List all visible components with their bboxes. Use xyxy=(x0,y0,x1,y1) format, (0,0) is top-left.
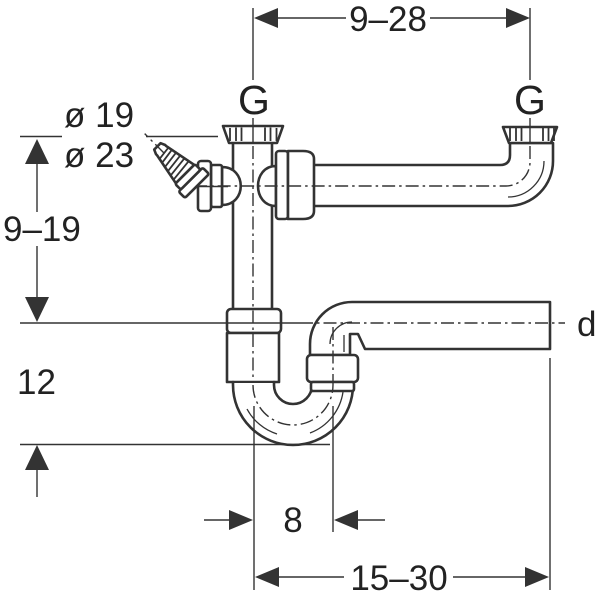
dim-inlet-height: 9–19 xyxy=(3,139,81,322)
dimension-annotations: 9–28 G G ø 19 ø 23 9–19 d 12 xyxy=(3,0,596,598)
outlet-elbow xyxy=(308,300,552,357)
dim-trap-offset: 8 xyxy=(204,406,385,590)
trap-lower-assembly xyxy=(225,300,552,447)
u-bend-centerline xyxy=(252,384,334,426)
thread-label-left: G xyxy=(238,77,270,123)
right-t-nut xyxy=(286,149,316,221)
right-inlet-bend-pipe xyxy=(310,125,559,208)
thread-label-right: G xyxy=(514,77,546,123)
right-inlet-centerline xyxy=(198,146,531,187)
dim-trap-depth: 12 xyxy=(17,363,330,497)
diameter-outer-label: ø 23 xyxy=(64,136,134,175)
dim-bottom-width: 15–30 xyxy=(255,358,551,598)
dim-trap-offset-label: 8 xyxy=(283,501,302,540)
right-t-nut-ring xyxy=(274,149,290,221)
dim-trap-depth-label: 12 xyxy=(17,363,56,402)
dim-bottom-width-label: 15–30 xyxy=(350,559,447,598)
diameter-inner-label: ø 19 xyxy=(64,96,134,135)
dim-top-width: 9–28 xyxy=(252,0,531,80)
vertical-pipe-nut xyxy=(225,307,283,335)
dim-hose-diameters: ø 19 ø 23 xyxy=(20,96,218,175)
outlet-reference: d xyxy=(20,305,596,344)
dim-top-label: 9–28 xyxy=(349,0,427,39)
hose-barb-connector xyxy=(144,133,210,199)
centerlines xyxy=(196,118,565,426)
pipe-assembly xyxy=(144,124,559,447)
outlet-diameter-label: d xyxy=(577,305,596,344)
dim-inlet-height-label: 9–19 xyxy=(3,210,81,249)
